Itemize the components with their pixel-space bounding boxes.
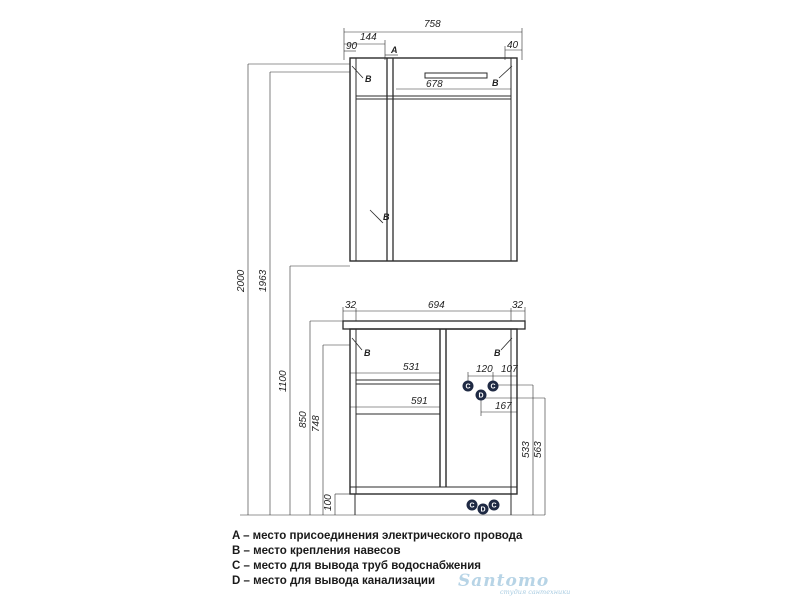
watermark: Santomo студия сантехники: [458, 571, 588, 597]
legend-line-d: D – место для вывода канализации: [232, 575, 436, 587]
dim-mirror-top: 1963: [258, 269, 269, 292]
dim-cabinet-width: 694: [428, 300, 445, 311]
dimension-labels: 758 144 90 40 678 2000 1963 1100 694 32 …: [236, 19, 544, 511]
dim-body-height: 748: [311, 415, 322, 432]
legend-line-c: C – место для вывода труб водоснабжения: [232, 560, 481, 572]
legend-line-a: A – место присоединения электрического п…: [232, 530, 523, 542]
watermark-tagline: студия сантехники: [500, 588, 571, 596]
marker-b-mirror-right: B: [492, 78, 499, 88]
dim-drawer-width: 531: [403, 362, 420, 373]
marker-a: A: [390, 45, 398, 55]
supply-point-lower-left: C: [466, 499, 478, 511]
dim-total-height: 2000: [236, 269, 247, 293]
dim-pipe-offset: 107: [501, 364, 518, 375]
plumbing-points: C C D C D C: [462, 380, 500, 515]
svg-text:C: C: [466, 384, 471, 391]
legend-line-b: B – место крепления навесов: [232, 545, 401, 557]
legend: A – место присоединения электрического п…: [232, 529, 522, 589]
drain-point-lower: D: [477, 503, 489, 515]
dim-top-width: 758: [424, 19, 441, 30]
dim-drain-offset: 167: [495, 401, 512, 412]
dim-shelf-width: 591: [411, 396, 428, 407]
supply-point-upper-right: C: [487, 380, 499, 392]
countertop: [342, 320, 526, 330]
dim-left-edge: 90: [346, 41, 358, 52]
mirror-light-bar: [424, 72, 488, 79]
dim-right-height-2: 563: [533, 441, 544, 458]
mirror-cabinet: [349, 57, 518, 262]
marker-b-mirror-left: B: [365, 74, 372, 84]
supply-point-lower-right: C: [488, 499, 500, 511]
letter-markers: A B B B B B: [364, 45, 501, 358]
dimension-lines: [240, 28, 546, 516]
dim-cabinet-left-edge: 32: [345, 300, 357, 311]
dim-leg-height: 100: [323, 494, 334, 511]
supply-point-upper-left: C: [462, 380, 474, 392]
dim-left-offset: 144: [360, 32, 377, 43]
dim-right-height-1: 533: [521, 441, 532, 458]
svg-text:C: C: [470, 503, 475, 510]
dim-cabinet-height: 850: [298, 411, 309, 428]
dim-cabinet-right-edge: 32: [512, 300, 524, 311]
vanity-cabinet: [342, 320, 526, 515]
svg-text:C: C: [491, 384, 496, 391]
svg-text:C: C: [492, 503, 497, 510]
marker-b-cabinet-right: B: [494, 348, 501, 358]
dim-right-edge: 40: [507, 40, 519, 51]
hinge-leaders: [351, 65, 513, 351]
svg-text:D: D: [481, 507, 486, 514]
marker-b-mirror-door: B: [383, 212, 390, 222]
watermark-brand: Santomo: [458, 571, 550, 591]
dim-pipe-spacing: 120: [476, 364, 493, 375]
marker-b-cabinet-left: B: [364, 348, 371, 358]
svg-text:D: D: [479, 393, 484, 400]
dim-mirror-bottom: 1100: [278, 370, 289, 392]
dim-light-width: 678: [426, 79, 443, 90]
technical-drawing: 758 144 90 40 678 2000 1963 1100 694 32 …: [236, 19, 546, 516]
drain-point-upper: D: [475, 389, 487, 401]
